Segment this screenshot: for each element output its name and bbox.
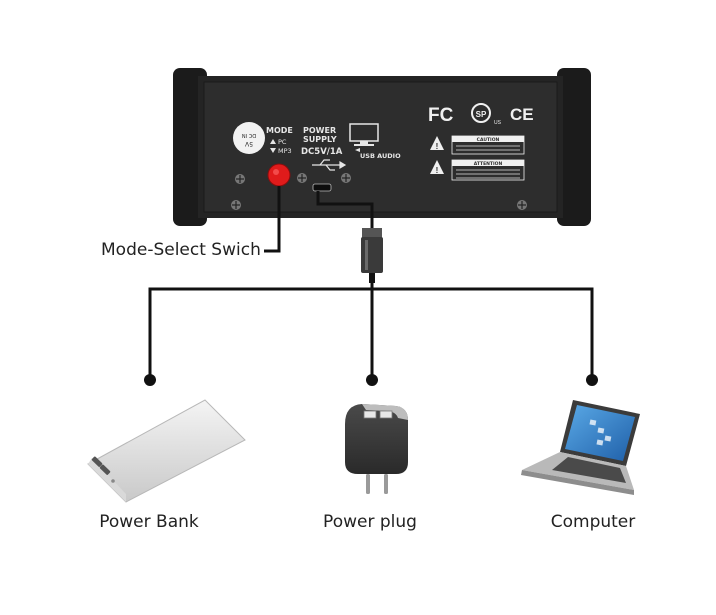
voltage-sticker xyxy=(233,122,265,154)
svg-text:SP: SP xyxy=(476,110,487,119)
usb-audio-label: USB AUDIO xyxy=(360,152,401,160)
svg-text:!: ! xyxy=(436,166,439,175)
pc-label: PC xyxy=(278,138,287,146)
fc-mark: FC xyxy=(428,105,454,126)
svg-text:DC IN: DC IN xyxy=(242,132,256,138)
monitor-icon xyxy=(349,123,379,152)
screw-icon xyxy=(297,173,307,183)
warning-triangle-icon xyxy=(430,136,444,150)
usb-symbol-icon xyxy=(312,159,347,171)
power-supply-line1: POWER xyxy=(303,126,336,135)
screw-icon xyxy=(235,174,245,184)
power-plug-image xyxy=(345,404,408,494)
power-plug-node xyxy=(366,374,378,386)
computer-node xyxy=(586,374,598,386)
laptop-image xyxy=(521,400,640,495)
mixer-device: 5V DC IN MODE PC MP3 POWER SUPPLY DC5V/1… xyxy=(173,68,591,226)
pc-arrow-icon xyxy=(270,139,276,144)
mode-select-callout: Mode-Select Swich xyxy=(101,240,261,260)
mp3-arrow-icon xyxy=(270,148,276,153)
csa-mark-icon: SP US xyxy=(471,103,502,126)
caution-title: CAUTION xyxy=(477,137,500,143)
svg-text:5V: 5V xyxy=(244,140,253,147)
computer-label: Computer xyxy=(550,512,636,532)
power-supply-line2: SUPPLY xyxy=(303,135,337,144)
screw-icon xyxy=(341,173,351,183)
screw-icon xyxy=(231,200,241,210)
power-plug-label: Power plug xyxy=(323,512,417,532)
mode-label: MODE xyxy=(266,126,293,135)
svg-text:US: US xyxy=(494,120,502,126)
usb-connector xyxy=(361,228,383,283)
warning-triangle-icon xyxy=(430,160,444,174)
device-panel xyxy=(203,81,558,213)
screw-icon xyxy=(517,200,527,210)
usb-power-port[interactable] xyxy=(312,183,332,192)
mode-switch-leader xyxy=(264,186,281,253)
mp3-label: MP3 xyxy=(278,147,292,155)
power-rating: DC5V/1A xyxy=(301,147,343,157)
attention-title: ATTENTION xyxy=(474,161,503,167)
usb-cable xyxy=(316,191,374,228)
right-bracket xyxy=(557,68,591,226)
distribution-wires xyxy=(148,283,594,380)
mode-select-switch[interactable] xyxy=(267,163,291,187)
power-bank-node xyxy=(144,374,156,386)
ce-mark: CE xyxy=(510,105,534,124)
power-bank-image xyxy=(87,399,246,503)
power-bank-label: Power Bank xyxy=(99,512,199,532)
svg-text:!: ! xyxy=(436,142,439,151)
